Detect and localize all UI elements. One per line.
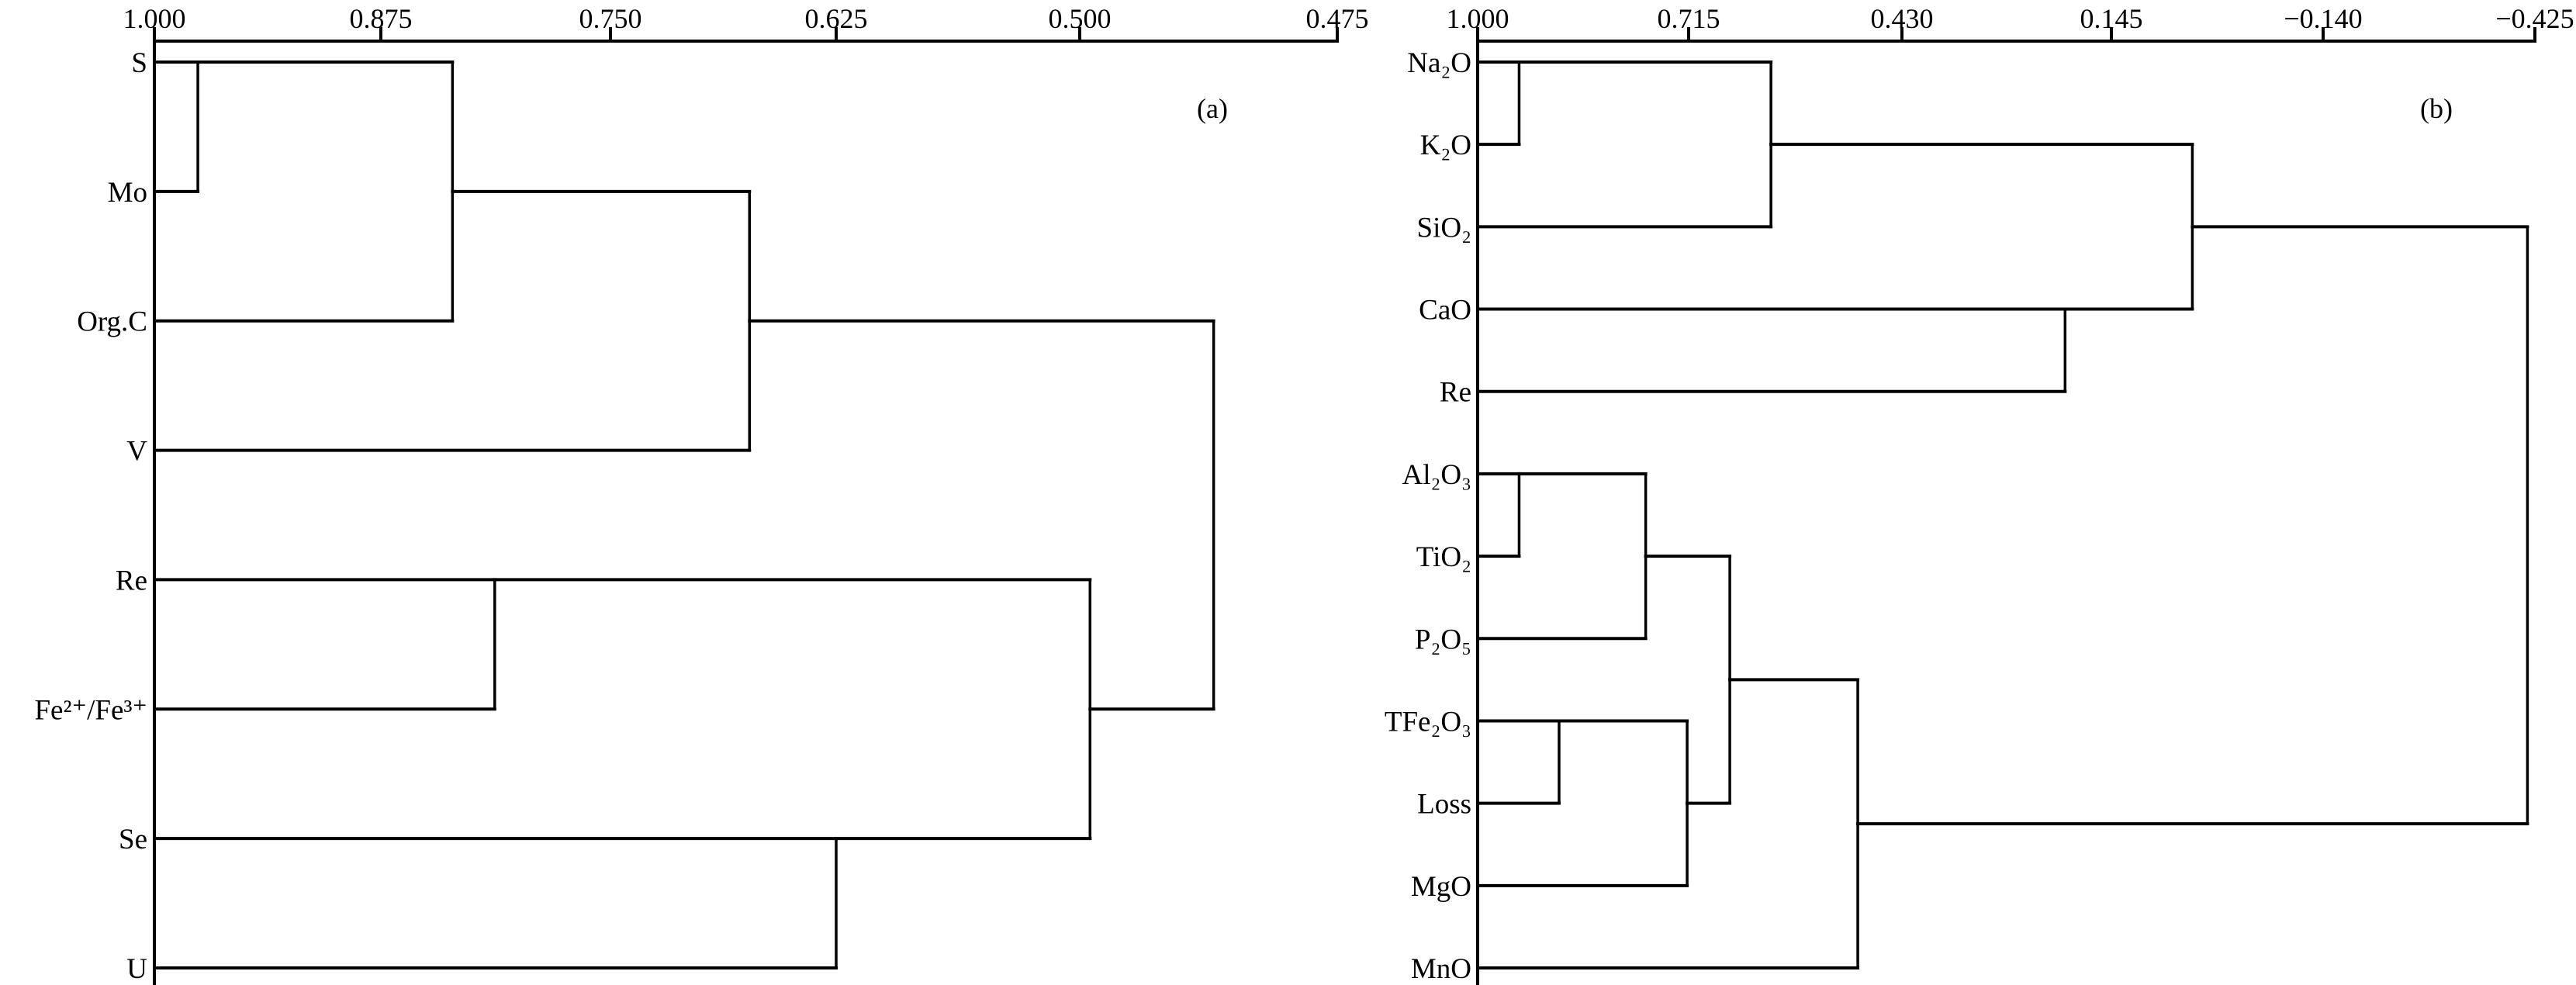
leaf-label: P₂O₅: [1415, 624, 1471, 655]
leaf-label: Se: [119, 824, 147, 855]
x-tick-label: 0.750: [579, 3, 642, 34]
leaf-label: K₂O: [1420, 130, 1471, 161]
leaf-label: U: [126, 953, 147, 985]
x-tick-label: 0.715: [1658, 3, 1720, 34]
x-tick-label: 0.625: [805, 3, 868, 34]
leaf-label: TiO₂: [1416, 541, 1471, 573]
x-tick-label: 1.000: [1447, 3, 1509, 34]
leaf-label: Fe²⁺/Fe³⁺: [34, 694, 147, 726]
panel-label: (a): [1197, 93, 1228, 124]
x-tick-label: 0.145: [2080, 3, 2143, 34]
panel-label: (b): [2420, 93, 2453, 124]
leaf-label: MnO: [1411, 953, 1471, 985]
leaf-label: Re: [1440, 377, 1471, 409]
panel-b-dendrogram: 1.000 0.715 0.430 0.145 −0.140 −0.425 (b) Na₂O K…: [1385, 3, 2574, 985]
leaf-label: Re: [116, 565, 147, 596]
leaf-label: Al₂O₃: [1402, 459, 1471, 491]
panel-a-dendrogram: 1.000 0.875 0.750 0.625 0.500 0.475 (a) S MoOrg.…: [34, 3, 1369, 985]
x-tick-label: −0.140: [2284, 3, 2362, 34]
leaf-label: SiO₂: [1417, 212, 1471, 244]
x-tick-label: 0.430: [1871, 3, 1934, 34]
leaf-label: S: [131, 47, 147, 79]
leaf-label: Loss: [1417, 789, 1471, 821]
leaf-label: CaO: [1419, 295, 1471, 327]
x-tick-label: 0.875: [350, 3, 413, 34]
leaf-label: Org.C: [77, 306, 147, 338]
x-tick-label: −0.425: [2495, 3, 2574, 34]
leaf-label: Na₂O: [1407, 47, 1471, 79]
x-tick-label: 0.500: [1049, 3, 1112, 34]
leaf-label: V: [126, 436, 147, 468]
leaf-label: MgO: [1411, 871, 1471, 903]
leaf-label: Mo: [108, 177, 147, 209]
leaf-label: TFe₂O₃: [1385, 706, 1471, 738]
x-tick-label: 1.000: [123, 3, 186, 34]
x-tick-label: 0.475: [1306, 3, 1369, 34]
